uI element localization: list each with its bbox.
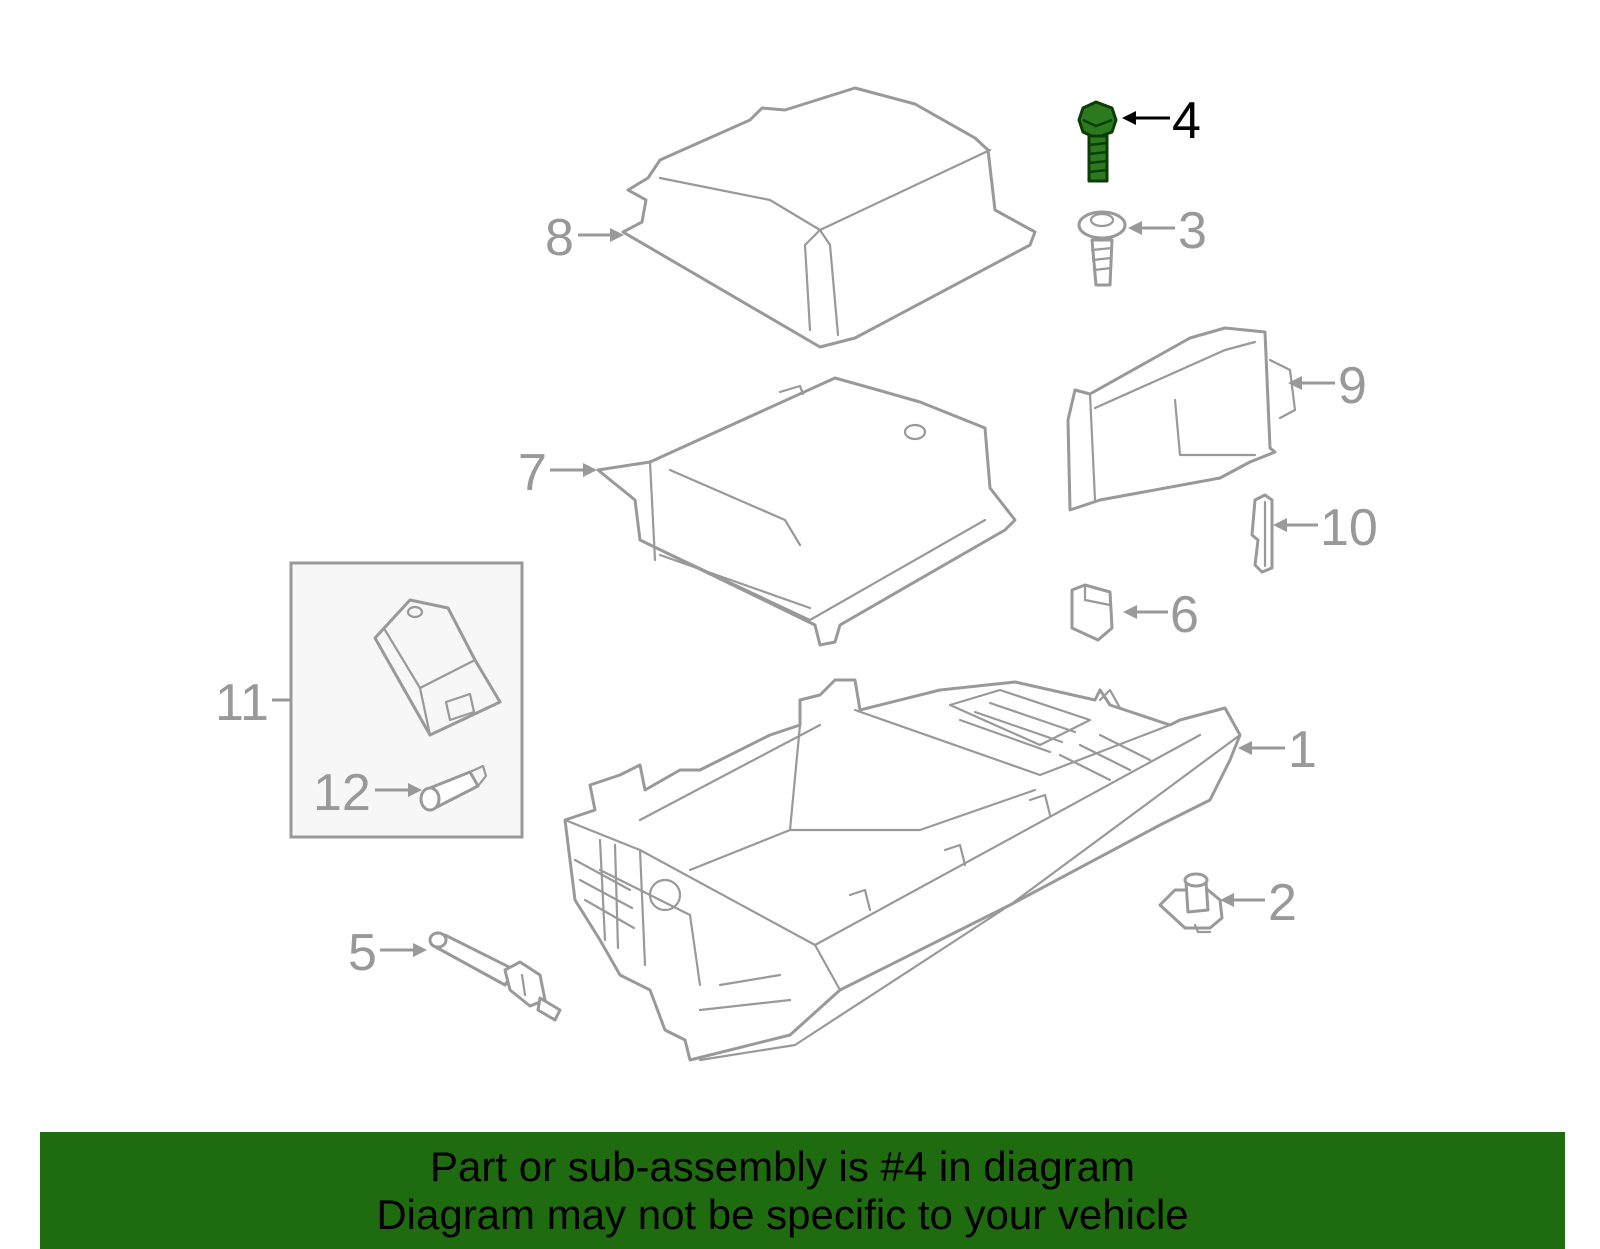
callout-number-11: 11 — [215, 674, 269, 732]
part-3-screw[interactable] — [1077, 210, 1127, 287]
callout-1-arrow — [1238, 741, 1285, 755]
part-7-tray[interactable] — [596, 376, 1017, 647]
callout-number-4: 4 — [1172, 92, 1201, 150]
part-1-glove-box-housing[interactable] — [563, 678, 1242, 1062]
callout-number-10: 10 — [1320, 499, 1378, 557]
callout-12-arrow — [375, 783, 422, 797]
footer-line-part-number: Part or sub-assembly is #4 in diagram — [430, 1142, 1135, 1190]
callout-7-arrow — [550, 463, 597, 477]
callout-number-5: 5 — [348, 924, 377, 982]
footer-line-disclaimer: Diagram may not be specific to your vehi… — [376, 1190, 1189, 1238]
callout-number-8: 8 — [545, 209, 574, 267]
callout-number-3: 3 — [1178, 202, 1207, 260]
callout-number-9: 9 — [1338, 357, 1367, 415]
callout-10-arrow — [1273, 518, 1318, 532]
part-2-clip-nut[interactable] — [1158, 872, 1224, 934]
callout-number-2: 2 — [1268, 874, 1297, 932]
callout-9-arrow — [1288, 376, 1335, 390]
callout-6-arrow — [1123, 605, 1168, 619]
part-8-upper-cover[interactable] — [621, 86, 1037, 349]
callout-number-6: 6 — [1170, 586, 1199, 644]
callout-number-12: 12 — [313, 764, 371, 822]
callout-5-arrow — [380, 943, 427, 957]
part-10-clip[interactable] — [1250, 493, 1274, 574]
part-4-bolt[interactable] — [1077, 100, 1118, 183]
part-12-bulb[interactable] — [419, 764, 488, 812]
callout-2-arrow — [1220, 893, 1265, 907]
callout-8-arrow — [578, 228, 624, 242]
info-footer-banner: Part or sub-assembly is #4 in diagram Di… — [40, 1132, 1565, 1249]
callout-number-7: 7 — [518, 444, 547, 502]
callout-number-1: 1 — [1288, 721, 1317, 779]
callout-4-arrow — [1122, 111, 1170, 125]
callout-3-arrow — [1128, 221, 1175, 235]
part-6-block[interactable] — [1070, 583, 1114, 642]
part-9-side-panel[interactable] — [1066, 326, 1297, 512]
part-5-damper-rod[interactable] — [428, 931, 562, 1022]
